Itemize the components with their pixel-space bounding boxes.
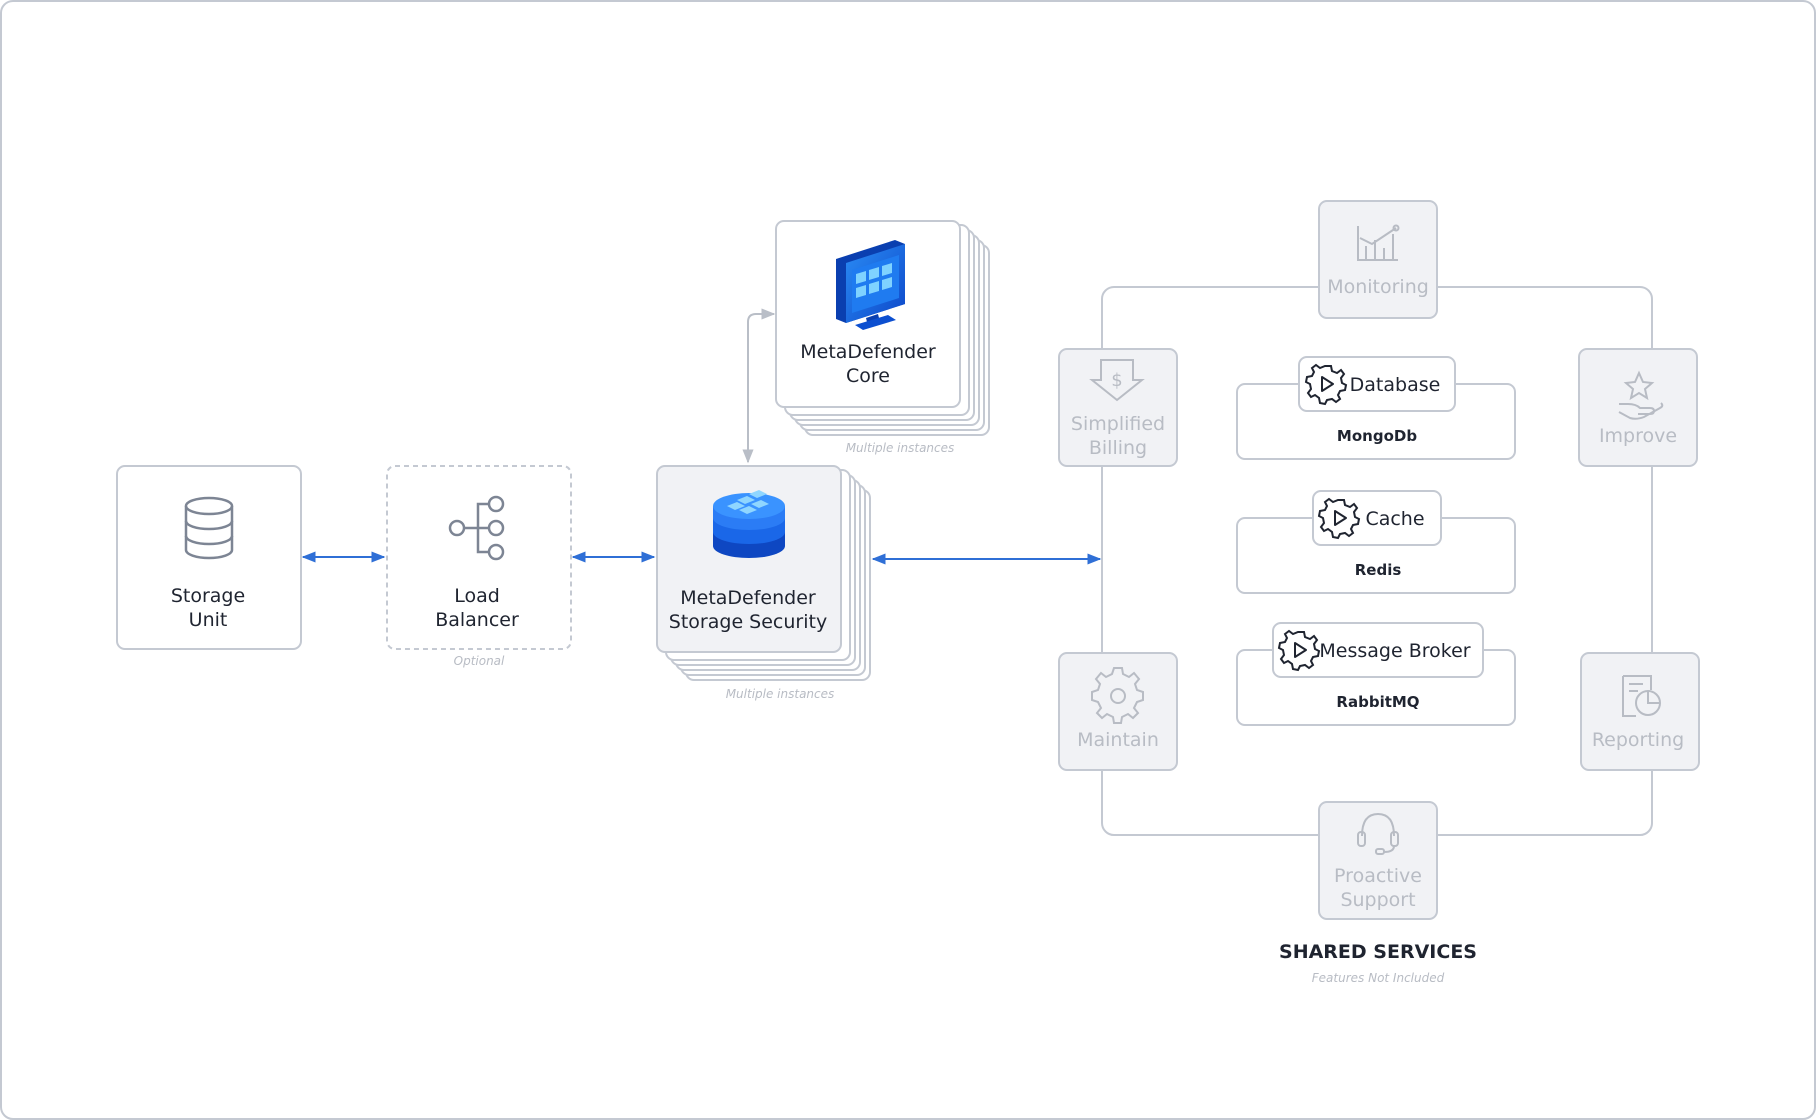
headset-icon	[1357, 812, 1399, 855]
message-broker-label: Message Broker	[1319, 640, 1470, 662]
load-balancer-node[interactable]: Load Balancer Optional	[386, 465, 572, 668]
gear-play-icon	[1304, 363, 1348, 406]
feature-improve[interactable]: Improve	[1578, 348, 1698, 467]
gear-icon	[1091, 667, 1144, 724]
feature-reporting[interactable]: Reporting	[1580, 652, 1700, 771]
report-pie-icon	[1622, 675, 1661, 717]
cache-value: Redis	[1355, 561, 1402, 579]
feature-proactive-support[interactable]: Proactive Support	[1318, 801, 1438, 920]
storage-security-label-2: Storage Security	[669, 611, 827, 633]
feature-simplified-billing[interactable]: $ Simplified Billing	[1058, 348, 1178, 467]
feature-monitoring[interactable]: Monitoring	[1318, 200, 1438, 319]
storage-security-note: Multiple instances	[726, 687, 835, 701]
storage-security-node[interactable]: MetaDefender Storage Security Multiple i…	[656, 465, 871, 701]
reporting-label: Reporting	[1592, 729, 1684, 751]
maintain-label: Maintain	[1077, 729, 1159, 751]
message-broker-value: RabbitMQ	[1336, 693, 1419, 711]
core-label-1: MetaDefender	[800, 341, 936, 363]
gear-play-icon	[1277, 629, 1321, 672]
support-label-1: Proactive	[1334, 865, 1422, 887]
improve-label: Improve	[1599, 425, 1677, 447]
gear-play-icon	[1317, 497, 1361, 540]
database-icon	[184, 496, 234, 560]
network-tree-icon	[448, 495, 505, 561]
feature-maintain[interactable]: Maintain	[1058, 652, 1178, 771]
arrow-security-core	[742, 308, 776, 464]
load-balancer-label-2: Balancer	[435, 609, 519, 631]
storage-unit-label-2: Unit	[189, 609, 228, 631]
load-balancer-label-1: Load	[454, 585, 500, 607]
database-label: Database	[1350, 374, 1441, 396]
service-database[interactable]: Database MongoDb	[1236, 356, 1516, 460]
storage-unit-node[interactable]: Storage Unit	[116, 465, 302, 650]
database-value: MongoDb	[1337, 427, 1417, 445]
shared-services-subtitle: Features Not Included	[1312, 971, 1445, 985]
cache-label: Cache	[1365, 508, 1424, 530]
shared-services-title: SHARED SERVICES	[1279, 941, 1477, 963]
chart-growth-icon	[1357, 224, 1400, 261]
database-shield-icon	[713, 490, 785, 558]
load-balancer-note: Optional	[454, 654, 505, 668]
support-label-2: Support	[1340, 889, 1415, 911]
storage-security-label-1: MetaDefender	[680, 587, 816, 609]
core-note: Multiple instances	[846, 441, 955, 455]
billing-label-1: Simplified	[1071, 413, 1165, 435]
svg-text:$: $	[1111, 370, 1122, 391]
core-label-2: Core	[846, 365, 890, 387]
service-message-broker[interactable]: Message Broker RabbitMQ	[1236, 622, 1516, 726]
service-cache[interactable]: Cache Redis	[1236, 490, 1516, 594]
storage-unit-label-1: Storage	[171, 585, 245, 607]
monitor-icon	[836, 240, 905, 330]
hand-star-icon	[1618, 370, 1664, 420]
monitoring-label: Monitoring	[1327, 276, 1429, 298]
core-node[interactable]: MetaDefender Core Multiple instances	[775, 220, 990, 455]
billing-label-2: Billing	[1089, 437, 1147, 459]
billing-dollar-icon: $	[1089, 359, 1145, 402]
